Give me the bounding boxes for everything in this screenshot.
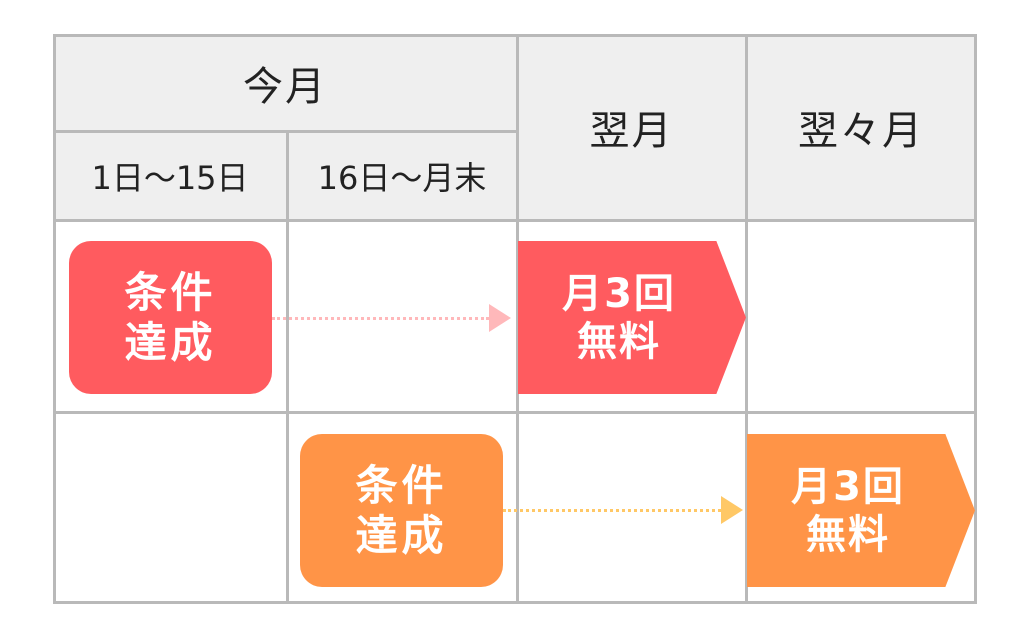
grid-line-header-bottom bbox=[53, 219, 976, 222]
result-text-2: 無料 bbox=[577, 318, 661, 365]
result-arrow-row2: 月3回 無料 bbox=[747, 434, 975, 587]
condition-badge-row1: 条件 達成 bbox=[69, 241, 272, 394]
condition-text-1: 条件 bbox=[124, 267, 217, 317]
arrow-line-row2 bbox=[503, 509, 721, 512]
header-day-16-end-label: 16日〜月末 bbox=[317, 158, 487, 197]
header-day-1-15-label: 1日〜15日 bbox=[91, 158, 249, 197]
arrow-line-row1 bbox=[272, 317, 489, 320]
arrow-head-row2 bbox=[721, 496, 743, 524]
arrow-head-row1 bbox=[489, 304, 511, 332]
grid-line-bottom bbox=[53, 601, 976, 604]
grid-line-col-1 bbox=[286, 131, 289, 604]
header-month-after-next-label: 翌々月 bbox=[798, 108, 924, 154]
grid-line-row-divider bbox=[53, 411, 976, 414]
grid-line-right bbox=[974, 34, 977, 604]
result-text-1: 月3回 bbox=[791, 463, 905, 510]
result-arrow-row1: 月3回 無料 bbox=[518, 241, 746, 394]
grid-line-top bbox=[53, 34, 976, 37]
header-this-month-label: 今月 bbox=[243, 63, 327, 110]
header-day-16-end: 16日〜月末 bbox=[287, 131, 517, 220]
condition-text-2: 達成 bbox=[355, 510, 448, 560]
header-next-month: 翌月 bbox=[517, 34, 746, 220]
grid-line-left bbox=[53, 34, 56, 604]
condition-text-2: 達成 bbox=[124, 317, 217, 367]
header-month-after-next: 翌々月 bbox=[746, 34, 976, 220]
header-next-month-label: 翌月 bbox=[589, 108, 674, 154]
condition-badge-row2: 条件 達成 bbox=[300, 434, 503, 587]
condition-text-1: 条件 bbox=[355, 460, 448, 510]
header-day-1-15: 1日〜15日 bbox=[53, 131, 287, 220]
result-text-1: 月3回 bbox=[562, 270, 676, 317]
grid-line-sub-header bbox=[53, 130, 517, 133]
grid-line-col-2 bbox=[516, 34, 519, 604]
result-text-2: 無料 bbox=[806, 511, 890, 558]
header-this-month: 今月 bbox=[53, 34, 517, 131]
grid-line-col-3 bbox=[745, 34, 748, 604]
